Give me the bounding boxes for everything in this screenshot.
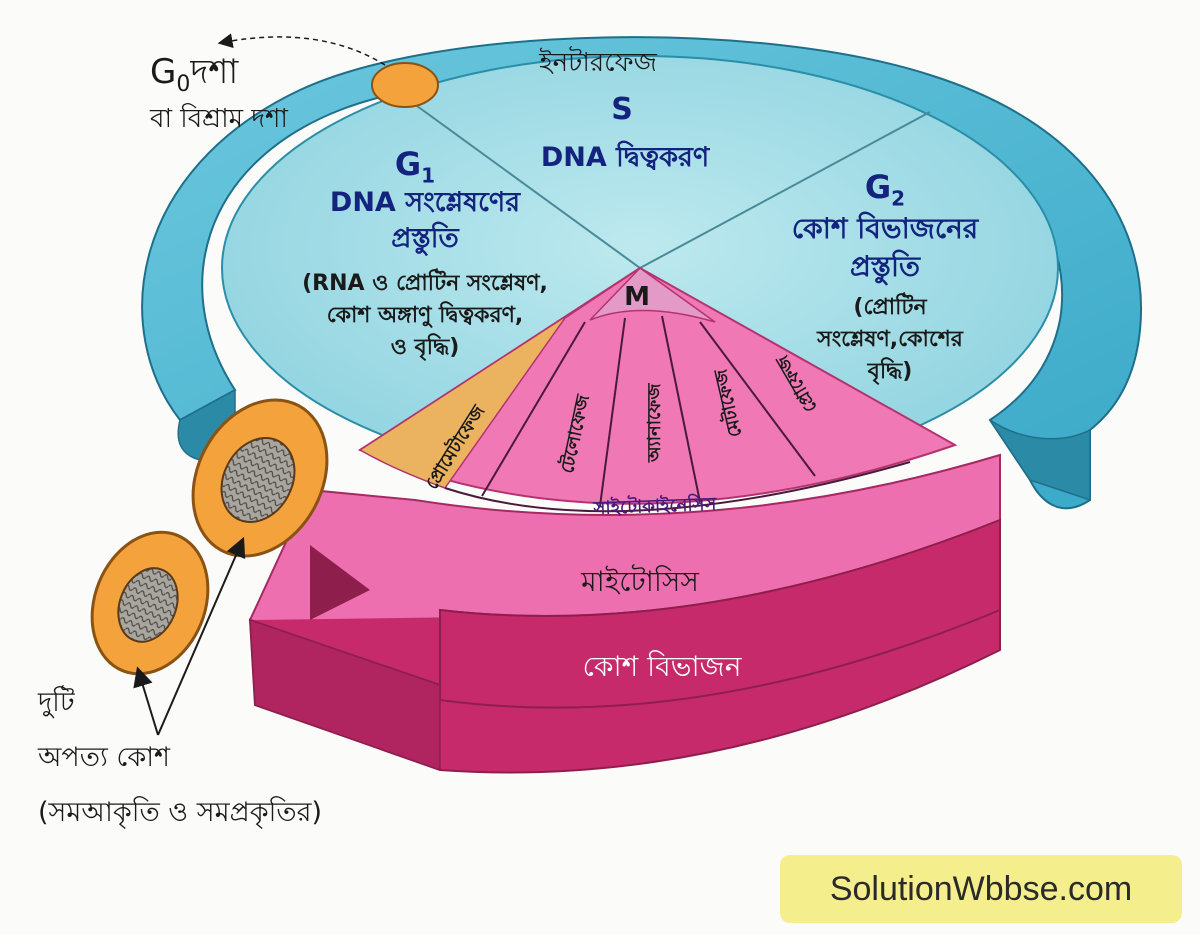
daughter-arrows [133, 536, 246, 736]
daughter-cells-label-line2: অপত্য কোশ [38, 742, 171, 773]
daughter-cell-upper [191, 398, 329, 558]
anaphase-label: অ্যানাফেজ [644, 383, 665, 462]
g0-cell [371, 62, 439, 108]
g1-phase-note: (RNA ও প্রোটিন সংশ্লেষণ, কোশ অঙ্গাণু দ্ব… [302, 271, 548, 360]
g1-phase-letter: G1 [394, 145, 436, 188]
g1-phase-description: DNA সংশ্লেষণের প্রস্তুতি [329, 187, 521, 254]
prometaphase-segment [358, 267, 641, 489]
watermark-badge: SolutionWbbse.com [780, 855, 1182, 923]
g2-phase-description: কোশ বিভাজনের প্রস্তুতি [791, 212, 979, 283]
daughter-cell-lower [90, 530, 210, 676]
s-phase-description: DNA দ্বিত্বকরণ [540, 142, 710, 173]
g0-rest-label: বা বিশ্রাম দশা [150, 104, 288, 134]
mitosis-arrow [248, 453, 1001, 774]
m-phase-letter: M [624, 282, 650, 312]
g0-arrow [217, 33, 386, 66]
s-phase-letter: S [611, 92, 633, 127]
g2-phase-note: (প্রোটিন সংশ্লেষণ,কোশের বৃদ্ধি) [817, 295, 963, 384]
g0-phase-label: G0দশা [150, 52, 239, 97]
mitosis-label: মাইটোসিস [581, 565, 699, 598]
m-segment [589, 267, 716, 323]
daughter-cells-label-line1: দুটি [38, 687, 75, 718]
interphase-label: ইনটারফেজ [539, 48, 657, 78]
cell-division-label: কোশ বিভাজন [582, 650, 742, 683]
cytokinesis-label: সাইটোকাইনেসিস [593, 493, 717, 520]
g2-phase-letter: G2 [864, 168, 906, 211]
daughter-cells-label-line3: (সমআকৃতি ও সমপ্রকৃতির) [38, 797, 323, 828]
